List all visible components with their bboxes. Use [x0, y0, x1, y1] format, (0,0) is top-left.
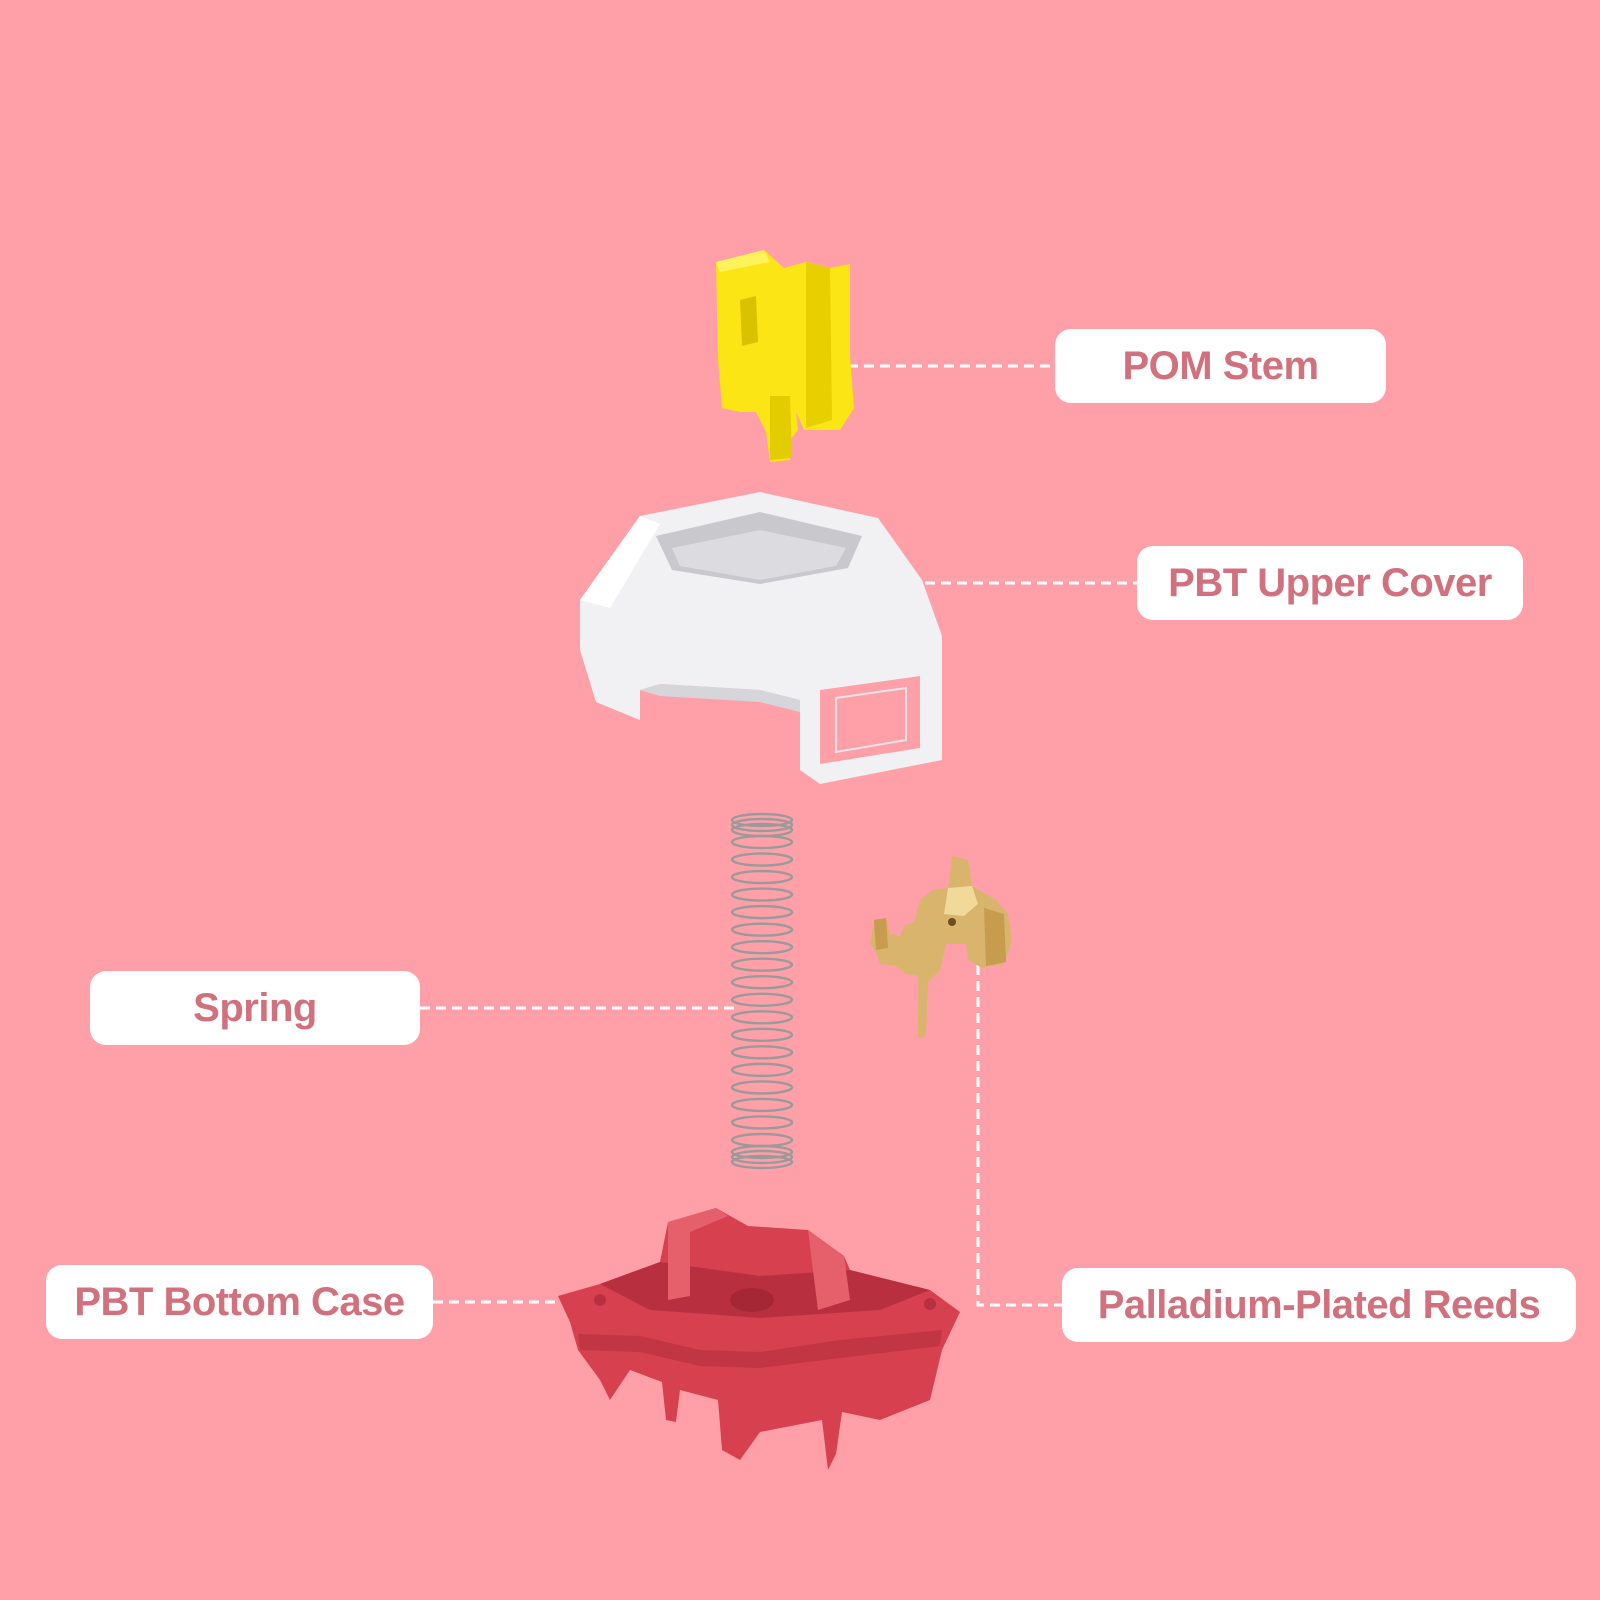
- palladium-reeds-part: [870, 856, 1012, 1038]
- leader-line-reeds: [976, 965, 1062, 1307]
- label-pbt-upper-cover: PBT Upper Cover: [1137, 546, 1523, 620]
- spring-coil: [730, 1115, 794, 1130]
- spring-coil: [730, 887, 794, 902]
- spring-coil: [730, 1045, 794, 1060]
- spring-coil: [730, 975, 794, 990]
- spring-coil: [730, 1062, 794, 1078]
- spring-coil: [730, 1010, 794, 1025]
- spring-coil: [730, 939, 794, 955]
- spring-coil: [730, 957, 794, 972]
- spring-coil: [730, 817, 794, 833]
- label-palladium-plated-reeds: Palladium-Plated Reeds: [1062, 1268, 1576, 1342]
- label-pbt-bottom-case: PBT Bottom Case: [46, 1265, 433, 1339]
- spring-coil: [730, 812, 794, 828]
- spring-coil: [730, 852, 794, 867]
- spring-coil: [730, 1080, 794, 1095]
- spring-coil: [730, 834, 794, 850]
- spring-coil: [730, 1154, 794, 1170]
- spring-coil: [730, 992, 794, 1007]
- label-pom-stem: POM Stem: [1055, 329, 1386, 403]
- pom-stem-part: [716, 250, 854, 462]
- spring-coil: [730, 1132, 794, 1148]
- spring-coil: [730, 1149, 794, 1165]
- label-spring: Spring: [90, 971, 420, 1045]
- spring-coil: [730, 904, 794, 920]
- spring-coil: [730, 922, 794, 937]
- pbt-upper-cover-part: [580, 492, 942, 784]
- leader-lines: [420, 364, 1137, 1307]
- spring-coil: [730, 1027, 794, 1043]
- pbt-bottom-case-part: [558, 1208, 960, 1470]
- spring-part: [730, 812, 794, 1170]
- spring-coil: [730, 1097, 794, 1113]
- spring-coil: [730, 869, 794, 885]
